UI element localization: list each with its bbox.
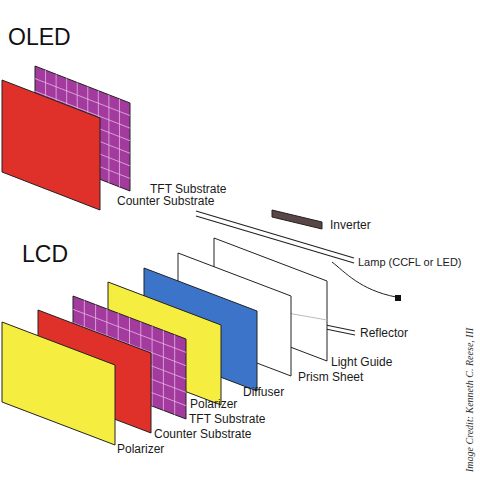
section-heading: OLED <box>8 24 71 50</box>
part-name: Polarizer <box>190 397 237 411</box>
part-name: Inverter <box>330 218 371 232</box>
image-credit: Image Credit: Kenneth C. Reese, III <box>464 328 476 472</box>
part-name: TFT Substrate <box>150 182 226 196</box>
section-heading: LCD <box>22 241 68 267</box>
polarizer-panel <box>2 322 115 445</box>
part-name: Light Guide <box>331 355 392 369</box>
grid-line <box>119 99 120 187</box>
part-name: Prism Sheet <box>298 370 363 384</box>
counter-panel <box>2 80 100 210</box>
part-name: Diffuser <box>243 385 284 399</box>
inverter-board <box>272 210 322 229</box>
part-name: Counter Substrate <box>154 427 251 441</box>
part-name: Reflector <box>360 326 408 340</box>
part-name: TFT Substrate <box>189 412 265 426</box>
wire-connector <box>395 295 401 301</box>
part-name: Counter Substrate <box>117 194 214 208</box>
grid-line <box>108 95 109 183</box>
part-name: Polarizer <box>117 442 164 456</box>
part-name: Lamp (CCFL or LED) <box>358 255 462 269</box>
